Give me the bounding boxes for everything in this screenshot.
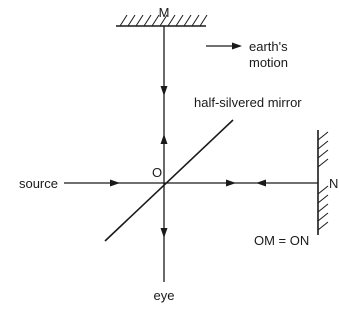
mirror-m	[116, 14, 208, 27]
half-silvered-mirror	[104, 119, 234, 242]
arrow-from-n	[256, 179, 266, 187]
arrow-to-n	[226, 179, 236, 187]
mirror-n-label: N	[329, 176, 338, 191]
arrow-down-to-eye	[160, 228, 168, 238]
arrow-down-from-m	[160, 86, 168, 96]
earth-motion-label-line1: earth's	[249, 39, 288, 54]
source-label: source	[19, 176, 58, 191]
origin-label: O	[152, 165, 162, 180]
mirror-n	[317, 130, 329, 235]
arrow-from-source	[110, 179, 120, 187]
half-silvered-mirror-label: half-silvered mirror	[194, 95, 302, 110]
mirror-n-hatching	[317, 131, 329, 231]
arrow-up-to-m	[160, 134, 168, 144]
equation-label: OM = ON	[254, 233, 309, 248]
earth-motion-label-line2: motion	[249, 55, 288, 70]
mirror-m-label: M	[159, 5, 170, 20]
eye-label: eye	[154, 288, 175, 303]
earth-motion-arrow	[206, 42, 242, 50]
mirror-m-hatching	[119, 14, 208, 27]
